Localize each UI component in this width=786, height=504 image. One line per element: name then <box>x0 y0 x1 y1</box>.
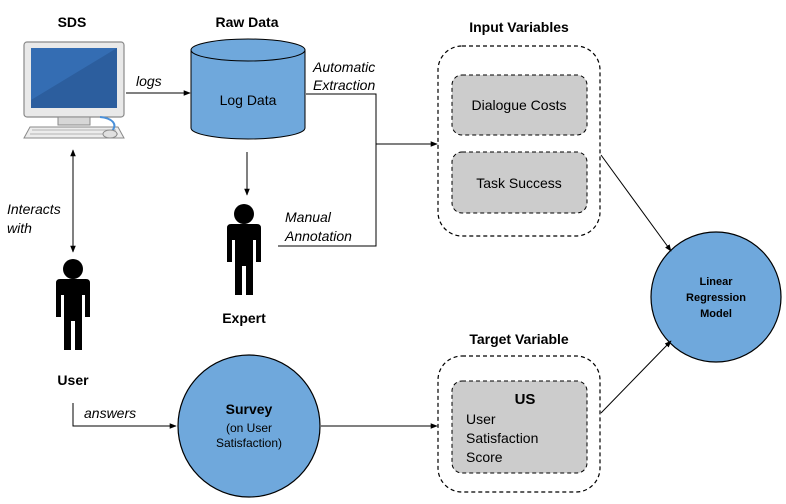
model-line-3: Model <box>700 308 732 320</box>
raw-data-heading: Raw Data <box>215 14 278 30</box>
sds-heading: SDS <box>58 14 87 30</box>
answers-arrow <box>72 403 177 429</box>
user-label: User <box>57 372 89 388</box>
logs-label: logs <box>136 73 162 89</box>
model-line-1: Linear <box>699 276 733 288</box>
survey-title: Survey <box>226 401 273 417</box>
dialogue-costs-box <box>451 74 588 136</box>
connectors <box>70 90 672 429</box>
automatic-extraction-label-2: Extraction <box>313 77 375 93</box>
task-success-label: Task Success <box>476 175 562 191</box>
us-title: US <box>515 391 536 408</box>
target-variable-heading: Target Variable <box>469 331 569 347</box>
target-variable-box: US User Satisfaction Score <box>437 355 601 493</box>
answers-label: answers <box>84 405 136 421</box>
model-line-2: Regression <box>686 292 746 304</box>
log-data-store: Log Data <box>190 38 306 140</box>
expert-person-icon <box>227 204 261 295</box>
computer-icon <box>23 41 125 139</box>
us-line-3: Score <box>466 449 503 465</box>
manual-annotation-line <box>278 146 377 247</box>
input-variables-heading: Input Variables <box>469 19 569 35</box>
interacts-label-2: with <box>7 220 32 236</box>
input-variables-box: Dialogue Costs Task Success <box>437 45 601 237</box>
target-to-model-arrow <box>600 340 672 414</box>
us-box <box>451 380 588 474</box>
dialogue-costs-label: Dialogue Costs <box>472 97 567 113</box>
expert-label: Expert <box>222 310 266 326</box>
interacts-label-1: Interacts <box>7 201 61 217</box>
automatic-extraction-line <box>306 93 377 146</box>
user-person-icon <box>56 259 90 350</box>
us-line-1: User <box>466 411 496 427</box>
us-line-2: Satisfaction <box>466 430 538 446</box>
survey-node: Survey (on User Satisfaction) <box>177 354 321 498</box>
input-to-model-arrow <box>600 154 672 252</box>
automatic-extraction-label-1: Automatic <box>312 59 375 75</box>
regression-model-node: Linear Regression Model <box>650 231 782 363</box>
survey-line-2: Satisfaction) <box>216 436 282 450</box>
manual-annotation-label-2: Annotation <box>284 228 352 244</box>
survey-line-1: (on User <box>226 421 272 435</box>
log-data-label: Log Data <box>220 92 277 108</box>
manual-annotation-label-1: Manual <box>285 209 332 225</box>
task-success-box <box>451 151 588 214</box>
